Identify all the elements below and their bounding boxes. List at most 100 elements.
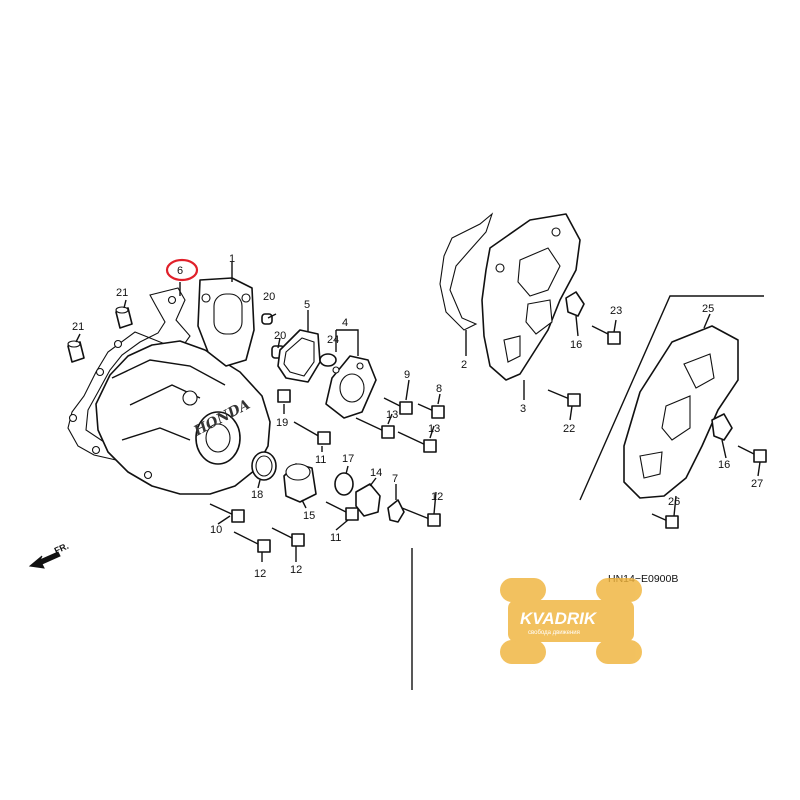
callout-12b: 12 — [254, 568, 266, 580]
callout-8: 8 — [436, 383, 442, 395]
callout-7: 7 — [392, 473, 398, 485]
perimeter-hole — [167, 295, 177, 305]
cover-25-window — [639, 451, 663, 479]
leader — [703, 313, 711, 329]
leader — [301, 499, 307, 509]
callout-19: 19 — [276, 417, 288, 429]
gasket-2 — [439, 212, 494, 331]
callout-27: 27 — [751, 478, 763, 490]
leader — [673, 495, 677, 517]
housing-4 — [319, 353, 377, 419]
leader — [217, 515, 231, 525]
callout-6: 6 — [177, 265, 183, 277]
bolt-10-head — [231, 509, 245, 523]
clip-16a — [565, 291, 585, 317]
nut-19 — [277, 389, 291, 403]
callout-15: 15 — [303, 510, 315, 522]
highlight-ring — [165, 258, 199, 282]
callout-21b: 21 — [72, 321, 84, 333]
callout-11a: 11 — [315, 454, 326, 466]
leader — [335, 519, 349, 531]
cover-3-window — [503, 335, 521, 363]
boss-window — [213, 293, 243, 335]
bolt-13b-head — [423, 439, 437, 453]
perimeter-hole — [91, 445, 101, 455]
bolt-13a-head — [381, 425, 395, 439]
plug-15-face — [285, 463, 311, 481]
callout-13a: 13 — [386, 409, 398, 421]
bolt-12a-shank — [401, 507, 433, 521]
leader — [267, 313, 277, 319]
bolt-26-head — [665, 515, 679, 529]
callout-20a: 20 — [263, 291, 275, 303]
bolt-12b-head — [257, 539, 271, 553]
callout-23: 23 — [610, 305, 622, 317]
perimeter-hole — [113, 339, 123, 349]
bolt-22-head — [567, 393, 581, 407]
cover-25-window — [683, 353, 715, 389]
cover-center-hole — [205, 423, 231, 453]
cover-3-hole — [495, 263, 505, 273]
callout-1: 1 — [229, 253, 235, 265]
leader — [345, 465, 349, 475]
cover-plate-5 — [277, 329, 321, 383]
callout-3: 3 — [520, 403, 526, 415]
leader — [757, 461, 761, 477]
arrow-icon — [28, 551, 61, 569]
housing-hole — [356, 362, 364, 370]
leader — [123, 299, 127, 309]
bolt-13b-shank — [397, 431, 429, 447]
callout-26: 26 — [668, 496, 680, 508]
front-direction-arrow: FR. — [28, 541, 70, 569]
cover-3-window — [517, 247, 561, 297]
leader — [575, 315, 579, 337]
dowel-pins — [67, 306, 133, 363]
leader — [569, 405, 573, 421]
callout-22: 22 — [563, 423, 575, 435]
callout-10: 10 — [210, 524, 222, 536]
cover-3-hole — [551, 227, 561, 237]
boss-hole-left — [201, 293, 211, 303]
cover-3-window — [525, 299, 553, 335]
clip-7 — [387, 499, 405, 523]
oring-17 — [334, 472, 354, 496]
bolt-11b-head — [345, 507, 359, 521]
callout-12a: 12 — [431, 491, 443, 503]
callout-16a: 16 — [570, 339, 582, 351]
leader — [336, 329, 359, 356]
housing-4-hole — [339, 373, 365, 403]
oring-18-inner — [255, 455, 273, 477]
leader-lines — [75, 262, 761, 562]
bolt-12c-head — [291, 533, 305, 547]
front-direction-label: FR. — [53, 541, 70, 556]
leader — [257, 479, 261, 489]
callout-2: 2 — [461, 359, 467, 371]
right-group-frame — [579, 295, 764, 501]
callout-9: 9 — [404, 369, 410, 381]
cover-rib — [111, 359, 226, 386]
watermark-brand: KVADRIK — [520, 609, 598, 628]
bolt-13a-shank — [355, 417, 387, 433]
leader — [613, 319, 617, 333]
leader — [369, 477, 377, 487]
sprocket-cover-right — [579, 295, 764, 501]
callout-18: 18 — [251, 489, 263, 501]
watermark-badge — [508, 600, 634, 642]
tire-icon — [596, 640, 642, 664]
leader — [277, 337, 281, 349]
clip-16b — [711, 413, 733, 441]
leader — [387, 413, 393, 425]
tire-icon — [596, 578, 642, 602]
plug-14 — [355, 483, 381, 517]
dowel-pin-end — [67, 340, 81, 348]
leader — [75, 333, 81, 343]
callout-21a: 21 — [116, 287, 128, 299]
callout-20b: 20 — [274, 330, 286, 342]
bolt-27-head — [753, 449, 767, 463]
tire-icon — [500, 578, 546, 602]
callout-4: 4 — [342, 317, 348, 329]
sprocket-cover-middle — [439, 212, 585, 381]
callout-24: 24 — [327, 334, 339, 346]
callout-14: 14 — [370, 467, 382, 479]
leader — [721, 439, 727, 459]
